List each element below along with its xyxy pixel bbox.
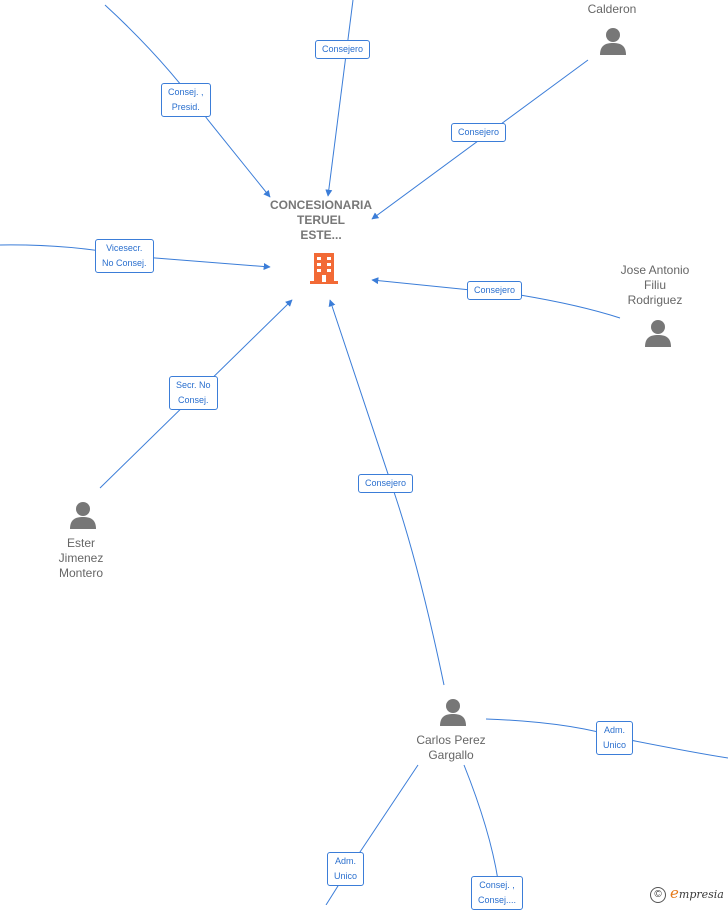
edge-label-consejero[interactable]: Consejero (451, 123, 507, 142)
edge-label-adm-unico[interactable]: Adm. Unico (327, 852, 365, 886)
edge-label-consejero[interactable]: Consejero (467, 281, 523, 300)
building-icon[interactable] (307, 250, 341, 286)
person-icon[interactable] (598, 26, 628, 56)
company-name[interactable]: CONCESIONARIA TERUEL ESTE... (269, 198, 372, 242)
person-name-ester[interactable]: Ester Jimenez Montero (58, 536, 104, 580)
edge-label-consejero[interactable]: Consejero (315, 40, 371, 59)
edge-line-jose (371, 277, 621, 319)
edge-label-consej-presid[interactable]: Consej. , Presid. (161, 83, 211, 117)
edge-line-top (325, 0, 354, 197)
edge-label-vicesecr[interactable]: Vicesecr. No Consej. (95, 239, 154, 273)
edge-line-carlos (328, 299, 445, 686)
edge-line-carlos-bottom (463, 764, 499, 881)
person-icon[interactable] (68, 500, 98, 530)
edge-label-secr[interactable]: Secr. No Consej. (169, 376, 218, 410)
person-name-jose[interactable]: Jose Antonio Filiu Rodriguez (620, 263, 690, 307)
edge-label-consejero[interactable]: Consejero (358, 474, 414, 493)
edge-label-adm-unico[interactable]: Adm. Unico (596, 721, 634, 755)
person-name-carlos[interactable]: Carlos Perez Gargallo (416, 733, 486, 762)
copyright-icon: © (650, 886, 666, 903)
person-name-calderon[interactable]: Calderon (587, 2, 637, 16)
person-icon[interactable] (438, 697, 468, 727)
empresia-logo: ©empresia (650, 884, 724, 903)
person-icon[interactable] (643, 318, 673, 348)
